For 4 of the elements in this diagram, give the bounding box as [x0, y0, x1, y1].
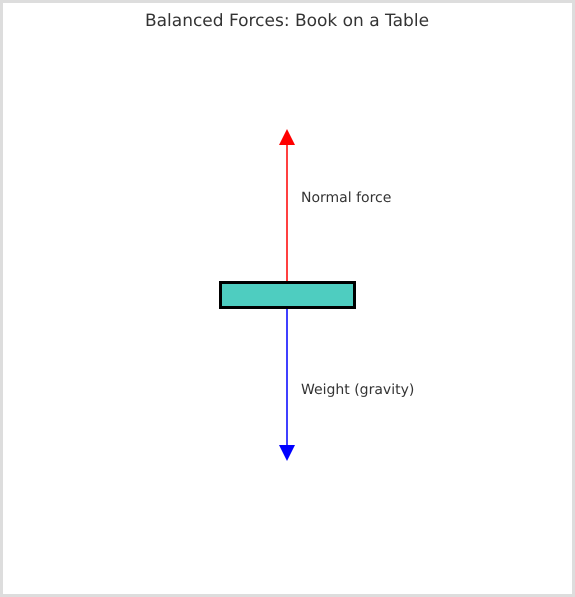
- force-label: Normal force: [301, 190, 392, 206]
- book-block: [219, 281, 356, 309]
- force-label: Weight (gravity): [301, 382, 414, 398]
- diagram-title: Balanced Forces: Book on a Table: [144, 11, 430, 31]
